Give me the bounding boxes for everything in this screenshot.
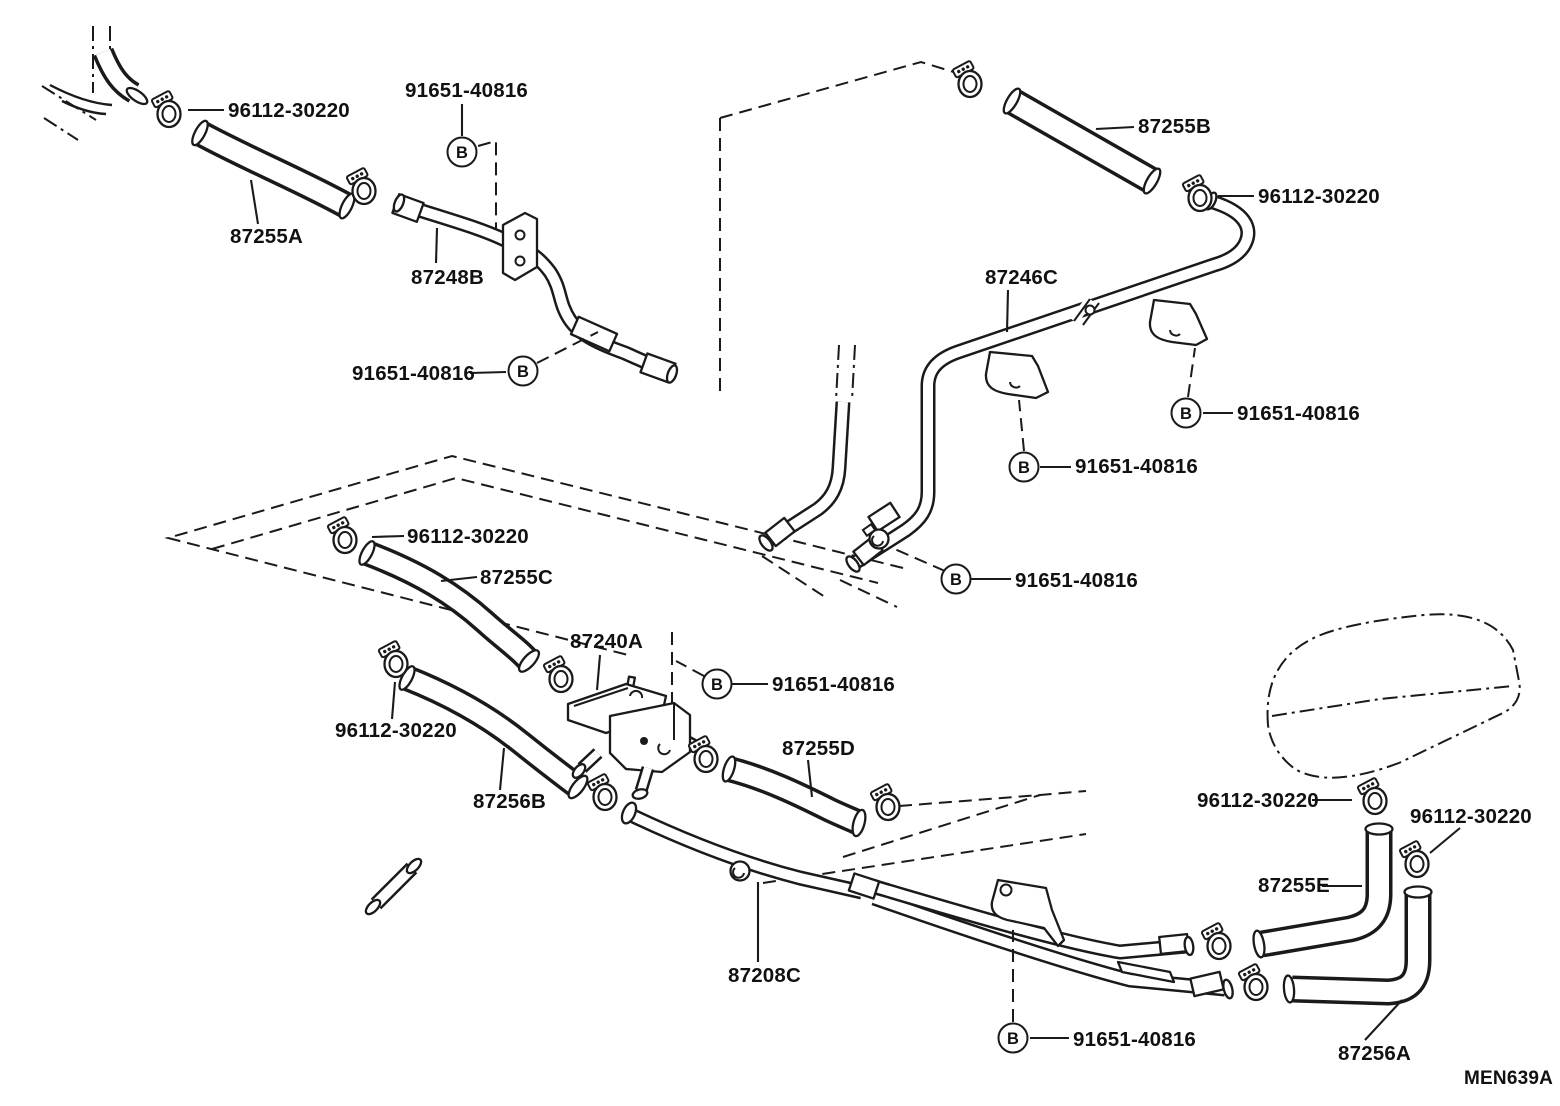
hose-87256a <box>1282 885 1433 1006</box>
pipe-87246c <box>758 191 1256 573</box>
label-91651-40816-right-lower: 91651-40816 <box>1075 455 1198 478</box>
label-87255e: 87255E <box>1258 874 1330 897</box>
pipe-87248b <box>391 193 679 384</box>
label-87256a: 87256A <box>1338 1042 1411 1065</box>
callout-dashed-leaders <box>477 139 1196 1022</box>
pipe-bracket <box>501 211 539 282</box>
pipe-stub <box>364 857 423 916</box>
label-96112-30220-top-right: 96112-30220 <box>1258 185 1380 208</box>
callout-b: B <box>507 355 539 387</box>
label-87255c: 87255C <box>480 566 553 589</box>
label-91651-40816-top: 91651-40816 <box>405 79 528 102</box>
radiator-stub <box>92 47 149 106</box>
label-96112-30220-lower-left: 96112-30220 <box>335 719 457 742</box>
leader-lines <box>188 104 1461 1041</box>
label-87240a: 87240A <box>570 630 643 653</box>
part-labels: 96112-30220 91651-40816 87255A 87248B 91… <box>228 79 1532 1065</box>
pipe-87208c <box>620 801 1234 1000</box>
label-96112-30220-center: 96112-30220 <box>407 525 529 548</box>
callout-b: B <box>701 668 733 700</box>
hose-87255d <box>721 755 867 838</box>
hose-87256b <box>398 665 589 800</box>
label-87208c: 87208C <box>728 964 801 987</box>
label-91651-40816-center: 91651-40816 <box>1015 569 1138 592</box>
pipe-hanger-bracket <box>990 878 1066 948</box>
label-87256b: 87256B <box>473 790 546 813</box>
callout-b-symbols: B B B B B B B <box>446 136 1202 1054</box>
callout-b: B <box>1170 397 1202 429</box>
svg-text:B: B <box>950 571 962 589</box>
drawing-code: MEN639A <box>1464 1068 1553 1089</box>
label-87255a: 87255A <box>230 225 303 248</box>
hose-87255a <box>191 119 356 220</box>
label-87255b: 87255B <box>1138 115 1211 138</box>
label-96112-30220-bot-right-1: 96112-30220 <box>1197 789 1319 812</box>
label-87255d: 87255D <box>782 737 855 760</box>
svg-text:B: B <box>711 676 723 694</box>
valve-87240a <box>566 675 712 800</box>
svg-text:B: B <box>517 363 529 381</box>
callout-b: B <box>940 563 972 595</box>
svg-text:B: B <box>1007 1030 1019 1048</box>
svg-text:B: B <box>1180 405 1192 423</box>
phantom-outlines <box>41 26 1521 884</box>
hose-87255c <box>358 540 541 673</box>
label-96112-30220-top-left: 96112-30220 <box>228 99 350 122</box>
pipe-hanger-bracket <box>1148 298 1209 347</box>
label-91651-40816-bottom: 91651-40816 <box>1073 1028 1196 1051</box>
pipe-flange <box>1116 960 1176 984</box>
pipe-hanger-bracket <box>984 350 1050 400</box>
label-91651-40816-valve: 91651-40816 <box>772 673 895 696</box>
svg-text:B: B <box>456 144 468 162</box>
label-87248b: 87248B <box>411 266 484 289</box>
callout-b: B <box>997 1022 1029 1054</box>
hose-87255b <box>1002 87 1162 195</box>
label-91651-40816-right-upper: 91651-40816 <box>1237 402 1360 425</box>
label-87246c: 87246C <box>985 266 1058 289</box>
label-91651-40816-mid-left: 91651-40816 <box>352 362 475 385</box>
hose-87255e <box>1252 822 1394 959</box>
callout-b: B <box>446 136 478 168</box>
callout-b: B <box>1008 451 1040 483</box>
label-96112-30220-bot-right-2: 96112-30220 <box>1410 805 1532 828</box>
svg-text:B: B <box>1018 459 1030 477</box>
